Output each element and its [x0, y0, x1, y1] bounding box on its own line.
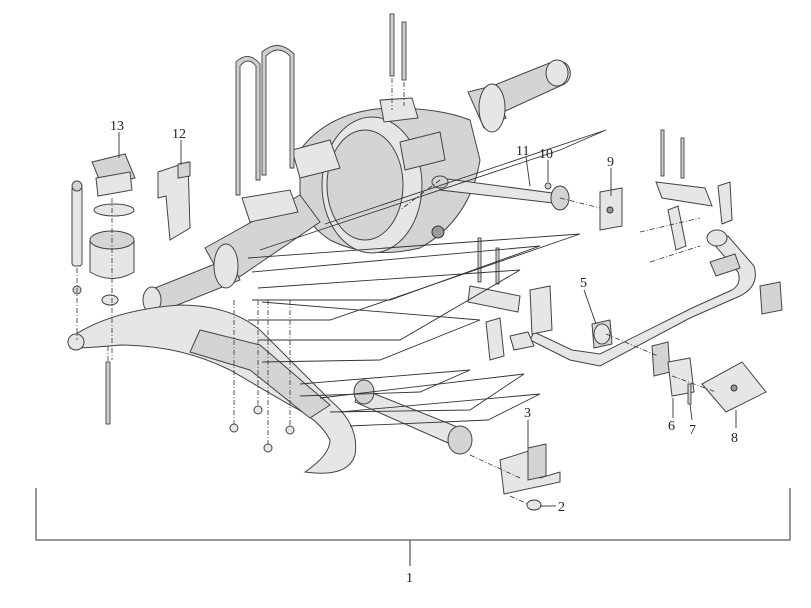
- cover-plate: [701, 361, 767, 413]
- callout-8: 8: [731, 431, 738, 446]
- projection-lines: [247, 129, 717, 427]
- callout-9: 9: [607, 155, 614, 170]
- rubber-bump-stop: [89, 153, 136, 360]
- housing-bolts: [389, 13, 407, 110]
- callout-10: 10: [539, 147, 553, 162]
- shock-absorber: [71, 180, 111, 425]
- callout-6: 6: [668, 419, 675, 434]
- callout-leaders: [118, 132, 737, 507]
- callout-3: 3: [524, 406, 531, 421]
- stabilizer-bar: [529, 229, 783, 367]
- callout-1: 1: [406, 571, 413, 586]
- stabilizer-bracket: [651, 341, 695, 397]
- callout-11: 11: [516, 144, 529, 159]
- callout-12: 12: [172, 127, 186, 142]
- stabilizer-bushing: [591, 319, 613, 349]
- assembly-bracket: [35, 488, 791, 566]
- mount-bracket: [469, 443, 561, 495]
- sleeve: [509, 495, 542, 511]
- torque-rod-lower: [353, 379, 473, 455]
- lower-bolts: [229, 300, 295, 453]
- callout-13: 13: [110, 119, 124, 134]
- u-bolts: [235, 45, 299, 223]
- stop-bracket: [157, 161, 191, 241]
- callout-7: 7: [689, 423, 696, 438]
- rear-axle-housing: [142, 59, 571, 314]
- stabilizer-links: [639, 129, 733, 263]
- clip: [687, 383, 692, 405]
- rod-bracket: [599, 187, 623, 231]
- callout-2: 2: [558, 500, 565, 515]
- callout-5: 5: [580, 276, 587, 291]
- leaf-spring: [67, 304, 357, 474]
